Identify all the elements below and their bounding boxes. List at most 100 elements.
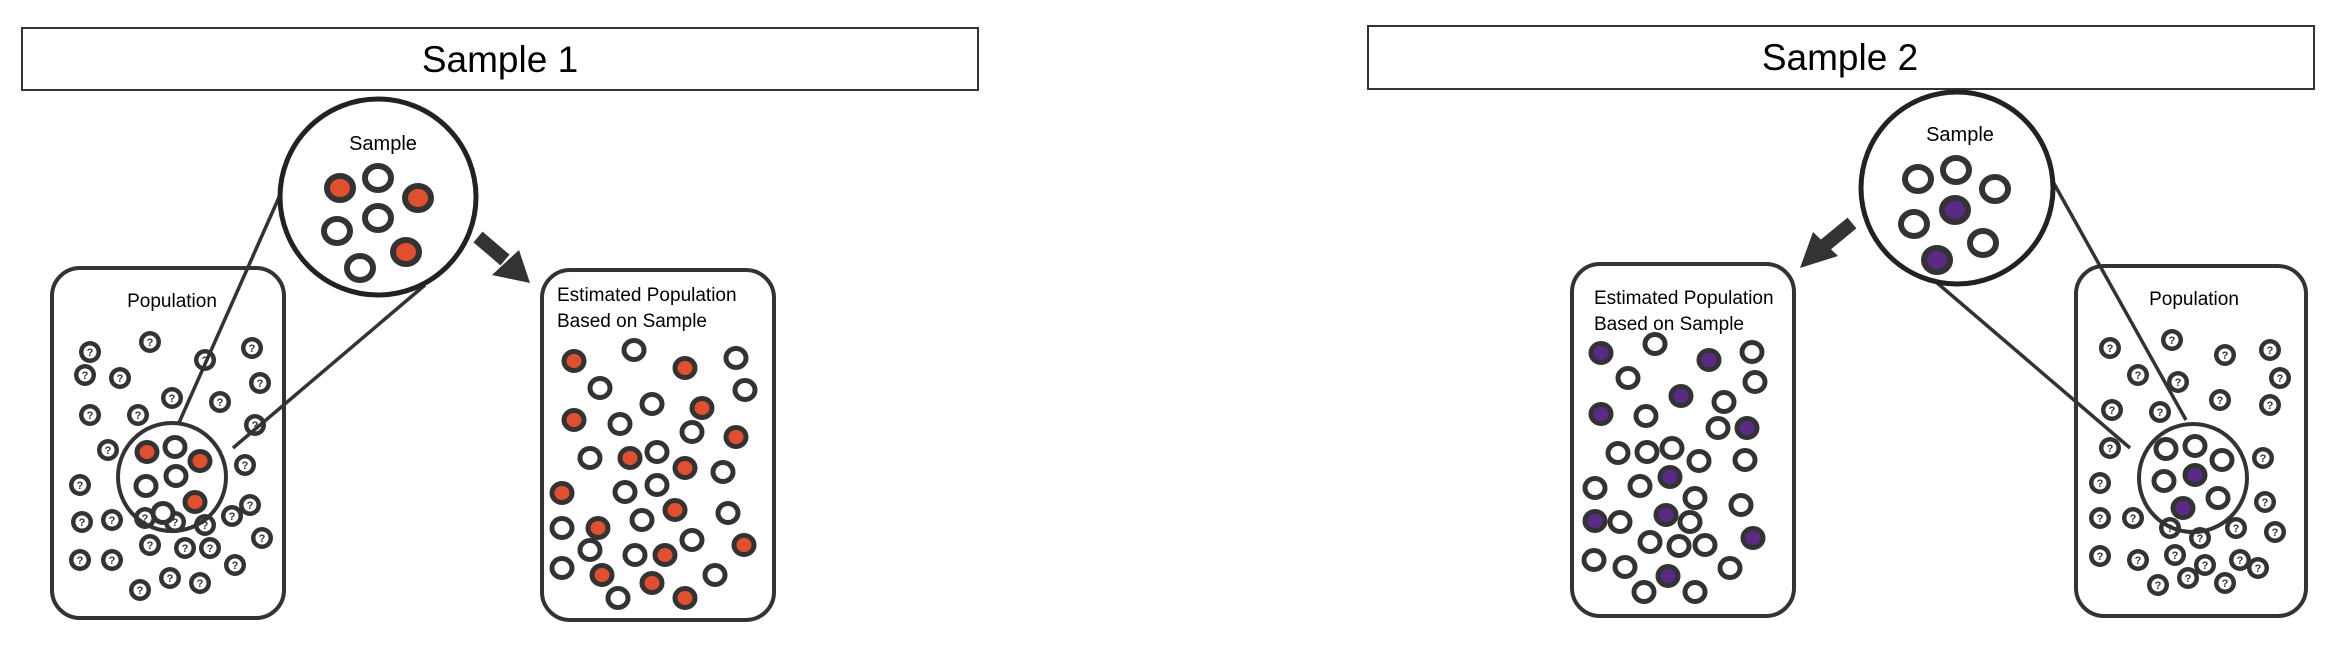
question-mark-circle-icon: ? [2259,394,2281,416]
sampled-individual-filled [402,183,434,213]
svg-text:?: ? [2262,497,2269,509]
svg-text:?: ? [2097,513,2104,525]
sampled-individual-empty [163,464,189,488]
svg-text:?: ? [2175,377,2182,389]
svg-text:?: ? [109,555,116,567]
question-mark-circle-icon: ? [2149,401,2171,423]
sampled-individual-filled [662,498,688,522]
arrow-icon [473,231,530,283]
sampled-individual-empty [612,480,638,504]
svg-text:?: ? [87,347,94,359]
svg-text:?: ? [2222,578,2229,590]
sampled-individual-empty [150,501,176,525]
question-mark-circle-icon: ? [74,364,96,386]
question-mark-circle-icon: ? [139,331,161,353]
panel-title: Sample 2 [1762,37,1918,78]
sample-label: Sample [1926,124,1994,146]
sampled-individual-filled [187,449,213,473]
svg-text:?: ? [2260,453,2267,465]
svg-text:?: ? [142,513,149,525]
question-mark-circle-icon: ? [2229,549,2251,571]
sampled-individual-empty [549,556,575,580]
sampled-individual-empty [1627,474,1653,498]
svg-text:?: ? [2255,563,2262,575]
question-mark-circle-icon: ? [2264,521,2286,543]
question-mark-circle-icon: ? [2122,507,2144,529]
estimated-label-line2: Based on Sample [1594,314,1744,335]
svg-text:?: ? [2222,350,2229,362]
question-mark-circle-icon: ? [2099,337,2121,359]
sampled-individual-filled [324,173,356,203]
sampled-individual-filled [1655,564,1681,588]
question-mark-circle-icon: ? [2099,437,2121,459]
svg-text:?: ? [259,533,266,545]
sampled-individual-filled [561,349,587,373]
sampled-individual-filled [1668,384,1694,408]
sampled-individual-empty [1633,404,1659,428]
question-mark-circle-icon: ? [241,337,263,359]
sampled-individual-empty [679,420,705,444]
arrow-icon [1800,217,1857,268]
sampled-individual-empty [1682,580,1708,604]
sampled-individual-empty [1607,510,1633,534]
sampled-individual-empty [629,508,655,532]
svg-text:?: ? [182,543,189,555]
question-mark-circle-icon: ? [2247,557,2269,579]
svg-text:?: ? [2157,407,2164,419]
svg-text:?: ? [2130,513,2137,525]
sampled-individual-empty [702,563,728,587]
svg-text:?: ? [147,337,154,349]
svg-text:?: ? [197,578,204,590]
sampled-individual-empty [1615,366,1641,390]
svg-text:?: ? [252,420,259,432]
sampled-individual-filled [2182,463,2208,487]
sampled-individual-empty [1582,476,1608,500]
sampled-individual-empty [587,376,613,400]
sampled-individual-filled [1696,348,1722,372]
sampled-individuals [133,435,213,525]
sampled-individual-filled [672,586,698,610]
svg-text:?: ? [135,410,142,422]
magnifier-line [176,194,282,426]
question-mark-circle-icon: ? [221,505,243,527]
question-mark-circle-icon: ? [2127,364,2149,386]
question-mark-circle-icon: ? [2259,339,2281,361]
question-mark-circle-icon: ? [71,511,93,533]
question-mark-circle-icon: ? [209,391,231,413]
sampled-individual-empty [2209,448,2235,472]
sampled-individual-empty [1732,448,1758,472]
question-mark-circle-icon: ? [199,537,221,559]
svg-text:?: ? [2272,527,2279,539]
question-mark-circle-icon: ? [159,567,181,589]
sampled-individual-empty [1711,390,1737,414]
question-mark-circle-icon: ? [249,372,271,394]
sampled-individual-empty [2151,469,2177,493]
sampled-individual-empty [1637,530,1663,554]
question-mark-circle-icon: ? [2101,399,2123,421]
svg-text:?: ? [247,500,254,512]
svg-text:?: ? [2107,343,2114,355]
panel-sample-2: Sample 2 Estimated Population Based on S… [1367,25,2315,618]
question-mark-circle-icon: ? [97,439,119,461]
question-mark-circle-icon: ? [2252,447,2274,469]
svg-text:?: ? [257,378,264,390]
panel-sample-1: Sample 1 Population ????????????????????… [21,27,979,622]
sampled-individual-filled [617,446,643,470]
sampled-individual-filled [2170,496,2196,520]
sampled-individual-empty [2205,486,2231,510]
sampled-individual-empty [715,501,741,525]
sampled-individual-empty [1631,580,1657,604]
svg-text:?: ? [169,393,176,405]
sampled-individual-filled [182,490,208,514]
svg-text:?: ? [2155,580,2162,592]
sampled-individual-empty [1605,441,1631,465]
question-mark-circle-icon: ? [129,579,151,601]
sampled-individual-empty [1902,164,1934,194]
svg-text:?: ? [2097,551,2104,563]
svg-text:?: ? [105,445,112,457]
svg-text:?: ? [2107,443,2114,455]
sampled-individual-filled [1740,526,1766,550]
sampled-individual-empty [607,412,633,436]
svg-text:?: ? [2197,533,2204,545]
sampled-individual-empty [1967,228,1999,258]
